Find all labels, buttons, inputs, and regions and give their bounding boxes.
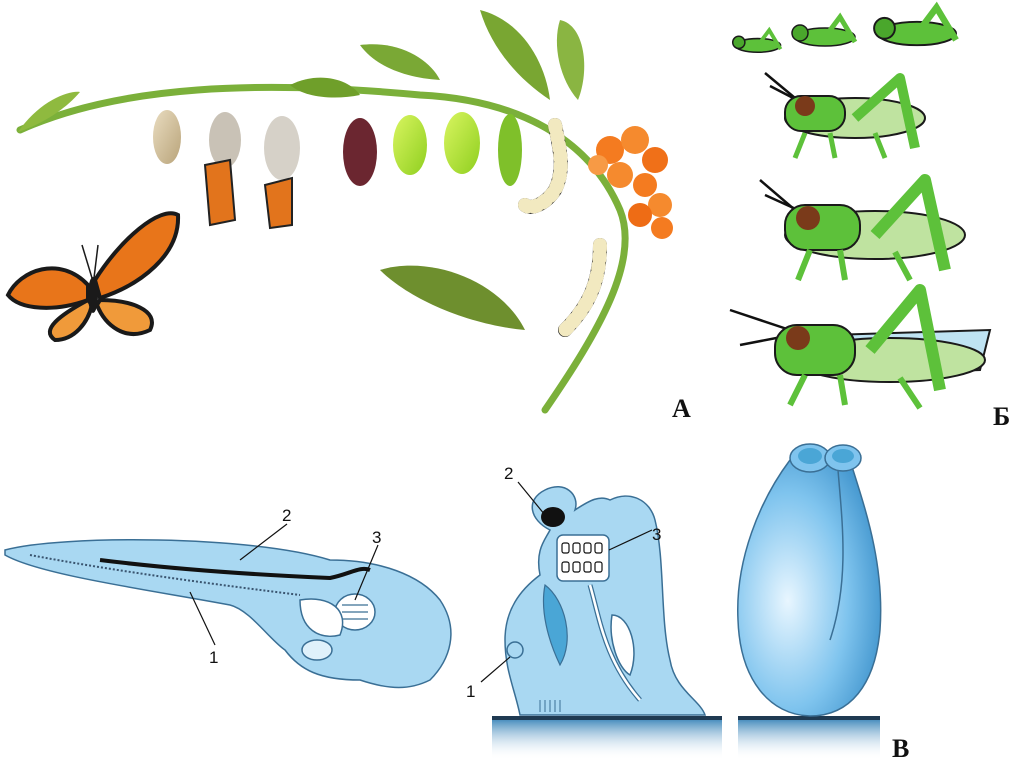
leaf-top-3 [480, 10, 550, 100]
chrysalis-icon [498, 114, 522, 186]
chrysalis-icon [343, 118, 377, 186]
leaf-top-1 [290, 78, 360, 98]
grasshopper-icon [760, 180, 965, 280]
panel-b-grasshopper-stages [730, 7, 990, 408]
caterpillar-icon [525, 125, 561, 207]
butterfly-icon [8, 213, 178, 340]
grasshopper-icon [874, 7, 956, 45]
grasshopper-icon [733, 30, 781, 52]
panel-c-ascidian-development: 2 3 1 2 3 [5, 444, 881, 760]
grasshopper-icon [730, 290, 990, 408]
grasshopper-icon [792, 17, 855, 46]
leaf-top-4 [557, 20, 584, 100]
ascidian-label-2: 2 [504, 464, 513, 483]
tadpole-label-2: 2 [282, 506, 291, 525]
ascidian-label-3: 3 [652, 525, 661, 544]
chrysalis-icon [264, 116, 300, 180]
leaf-low [380, 266, 525, 330]
chrysalis-icon [393, 115, 427, 175]
chrysalis-icon [153, 110, 181, 164]
tadpole-label-3: 3 [372, 528, 381, 547]
chrysalis-icon [209, 112, 241, 168]
caterpillar-icon [565, 245, 600, 330]
panel-letter-c: В [892, 734, 909, 764]
ascidian-label-1: 1 [466, 682, 475, 701]
panel-letter-a: А [672, 394, 691, 424]
panel-a-monarch-lifecycle [8, 10, 673, 410]
grasshopper-icon [765, 73, 925, 158]
adult-ascidian-icon [738, 444, 881, 760]
chrysalis-icon [444, 112, 480, 174]
leaf-top-2 [360, 44, 440, 80]
tadpole-larva-icon: 2 3 1 [5, 506, 451, 688]
milkweed-flowers [588, 126, 673, 239]
panel-letter-b: Б [993, 402, 1010, 432]
tadpole-label-1: 1 [209, 648, 218, 667]
ascidian-metamorphosis-icon: 2 3 1 [466, 464, 722, 760]
milkweed-stem [20, 87, 625, 410]
